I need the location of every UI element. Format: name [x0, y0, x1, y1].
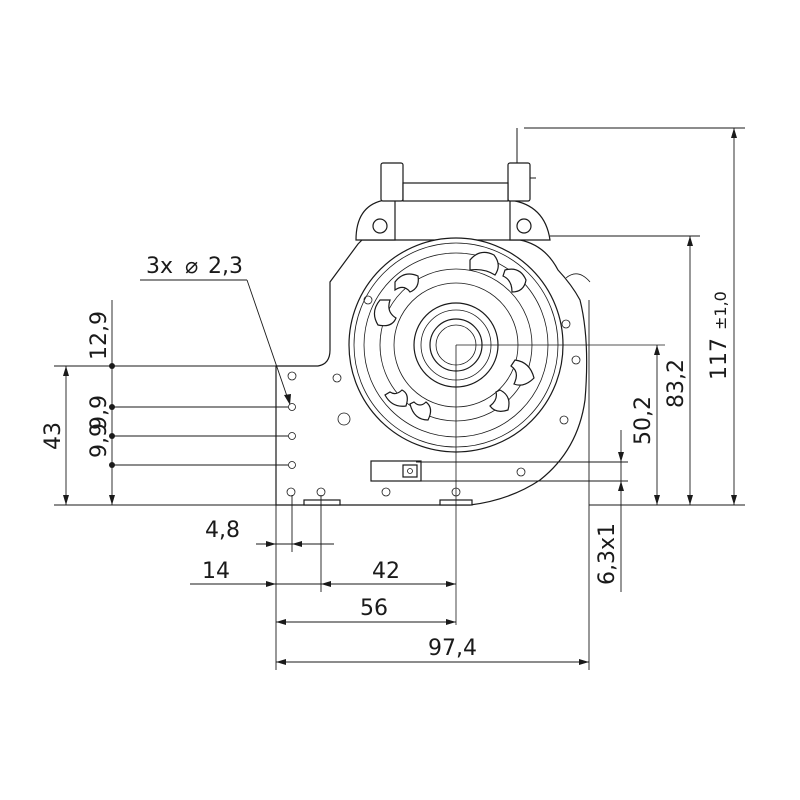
bracket-hole-left: [372, 218, 388, 234]
screw: [286, 487, 296, 497]
dim-width-total: 97,4: [428, 636, 477, 661]
center-lines: [455, 344, 665, 625]
dim-to-motor-axis: 56: [360, 596, 388, 621]
dim-hole-pitch: 9,9: [87, 395, 112, 430]
screw: [381, 487, 391, 497]
hole-callout: 3x ⌀ 2,3: [140, 254, 291, 405]
callout-diameter-value: 2,3: [208, 254, 243, 279]
left-clip: [380, 162, 404, 202]
callout-diameter-symbol: ⌀: [185, 254, 198, 279]
tab-connector: [402, 464, 418, 478]
callout-count: 3x: [146, 254, 173, 279]
top-bar: [402, 182, 509, 202]
dim-height-body: 83,2: [664, 359, 689, 408]
left-vertical-dimensions: 43 12,9 9,9 9,9: [41, 300, 288, 506]
screw: [363, 295, 373, 305]
right-bracket: [509, 199, 551, 241]
mount-hole-2: [288, 432, 296, 440]
mount-hole-3: [288, 461, 296, 469]
dim-height-tolerance: ±1,0: [711, 291, 730, 330]
right-vertical-dimensions: 117 ±1,0 83,2 50,2 6,3x1: [416, 127, 745, 592]
right-clip: [507, 162, 531, 202]
terminal-tab: [370, 460, 422, 482]
hole: [287, 371, 297, 381]
dim-height-total: 117: [707, 338, 732, 380]
dim-mount-hole-offset: 14: [202, 559, 230, 584]
dim-hole-to-axis: 42: [372, 559, 400, 584]
dim-hole-top: 12,9: [87, 311, 112, 360]
hole: [337, 412, 351, 426]
dim-hole-edge: 4,8: [205, 518, 240, 543]
screw: [571, 355, 581, 365]
horizontal-dimensions: 4,8 14 42 56 97,4: [190, 300, 590, 670]
housing-holes: [286, 295, 581, 497]
dim-axis-height: 50,2: [631, 396, 656, 445]
screw: [561, 319, 571, 329]
dim-flange-height: 43: [41, 422, 66, 450]
screw: [332, 373, 342, 383]
mount-hole-1: [288, 403, 296, 411]
bracket-hole-right: [516, 218, 532, 234]
screw: [516, 467, 526, 477]
dim-hole-pitch-2: 9,9: [87, 423, 112, 458]
screw: [559, 415, 569, 425]
dim-tab: 6,3x1: [595, 523, 620, 585]
foot-left: [303, 499, 341, 506]
